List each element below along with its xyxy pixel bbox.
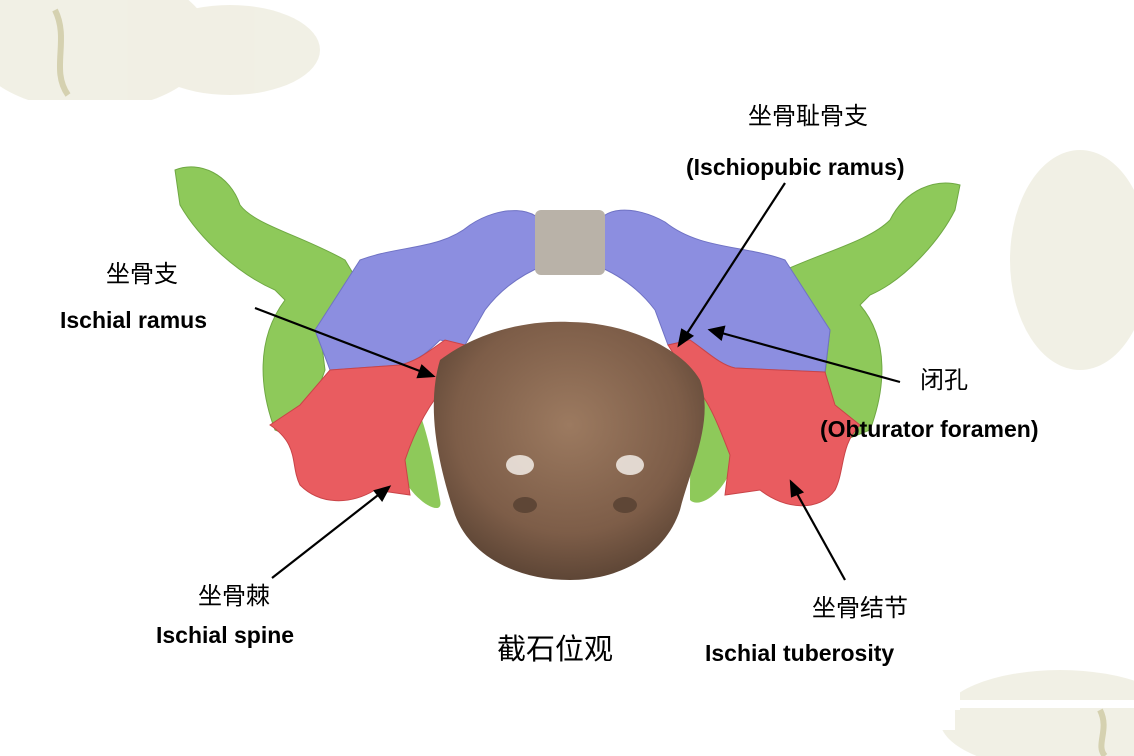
view-caption: 截石位观 [497, 632, 614, 666]
label-ischial-tuberosity-en: Ischial tuberosity [705, 640, 895, 666]
arrow-ischial-tuberosity [794, 489, 846, 581]
right-ischium [667, 339, 861, 507]
pubic-symphysis [535, 210, 605, 275]
label-obturator-foramen-en: (Obturator foramen) [820, 416, 1039, 442]
arrow-obturator-foramen [717, 330, 901, 384]
left-ischium [269, 339, 466, 502]
arrow-ischial-spine [271, 491, 383, 579]
label-obturator-foramen-cn: 闭孔 [920, 366, 968, 394]
sacrum [433, 321, 705, 580]
arrow-ischial-ramus [254, 306, 426, 375]
label-ischial-spine-en: Ischial spine [156, 622, 295, 648]
label-ischiopubic-ramus-cn: 坐骨耻骨支 [748, 102, 868, 130]
label-ischial-ramus-en: Ischial ramus [60, 307, 208, 333]
right-ilium [784, 182, 961, 441]
label-ischiopubic-ramus-en: (Ischiopubic ramus) [686, 154, 905, 180]
label-ischial-ramus-cn: 坐骨支 [106, 260, 178, 288]
label-ischial-spine-cn: 坐骨棘 [198, 582, 270, 610]
label-ischial-tuberosity-cn: 坐骨结节 [812, 594, 908, 622]
arrow-ischiopubic-ramus [683, 182, 786, 339]
